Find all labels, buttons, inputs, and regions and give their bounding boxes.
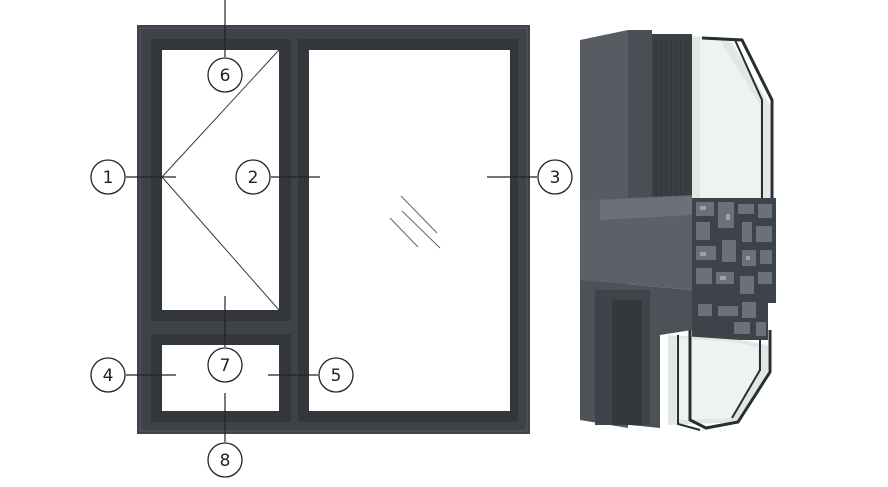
callout-6: 6 (207, 57, 243, 93)
window-elevation (137, 25, 530, 434)
callout-2-label: 2 (248, 168, 259, 188)
callout-8: 8 (207, 442, 243, 478)
callout-2: 2 (235, 159, 271, 195)
callout-3: 3 (537, 159, 573, 195)
leader-lines (126, 0, 537, 442)
fixed-pane-glass (309, 50, 510, 411)
callout-1: 1 (90, 159, 126, 195)
callout-4-label: 4 (103, 366, 114, 386)
callout-6-label: 6 (220, 66, 231, 86)
opening-line-bottom (161, 176, 280, 311)
callout-4: 4 (90, 357, 126, 393)
profile-section-render (580, 30, 776, 431)
glass-reflection-1 (389, 217, 419, 248)
callout-8-label: 8 (220, 451, 231, 471)
callout-7-label: 7 (220, 356, 231, 376)
callout-1-label: 1 (103, 168, 114, 188)
callout-5-label: 5 (331, 366, 342, 386)
opening-line-top (161, 49, 280, 178)
callout-5: 5 (318, 357, 354, 393)
callout-7: 7 (207, 347, 243, 383)
glass-reflection-2 (400, 195, 438, 234)
glass-reflection-3 (401, 210, 441, 249)
callout-3-label: 3 (550, 168, 561, 188)
